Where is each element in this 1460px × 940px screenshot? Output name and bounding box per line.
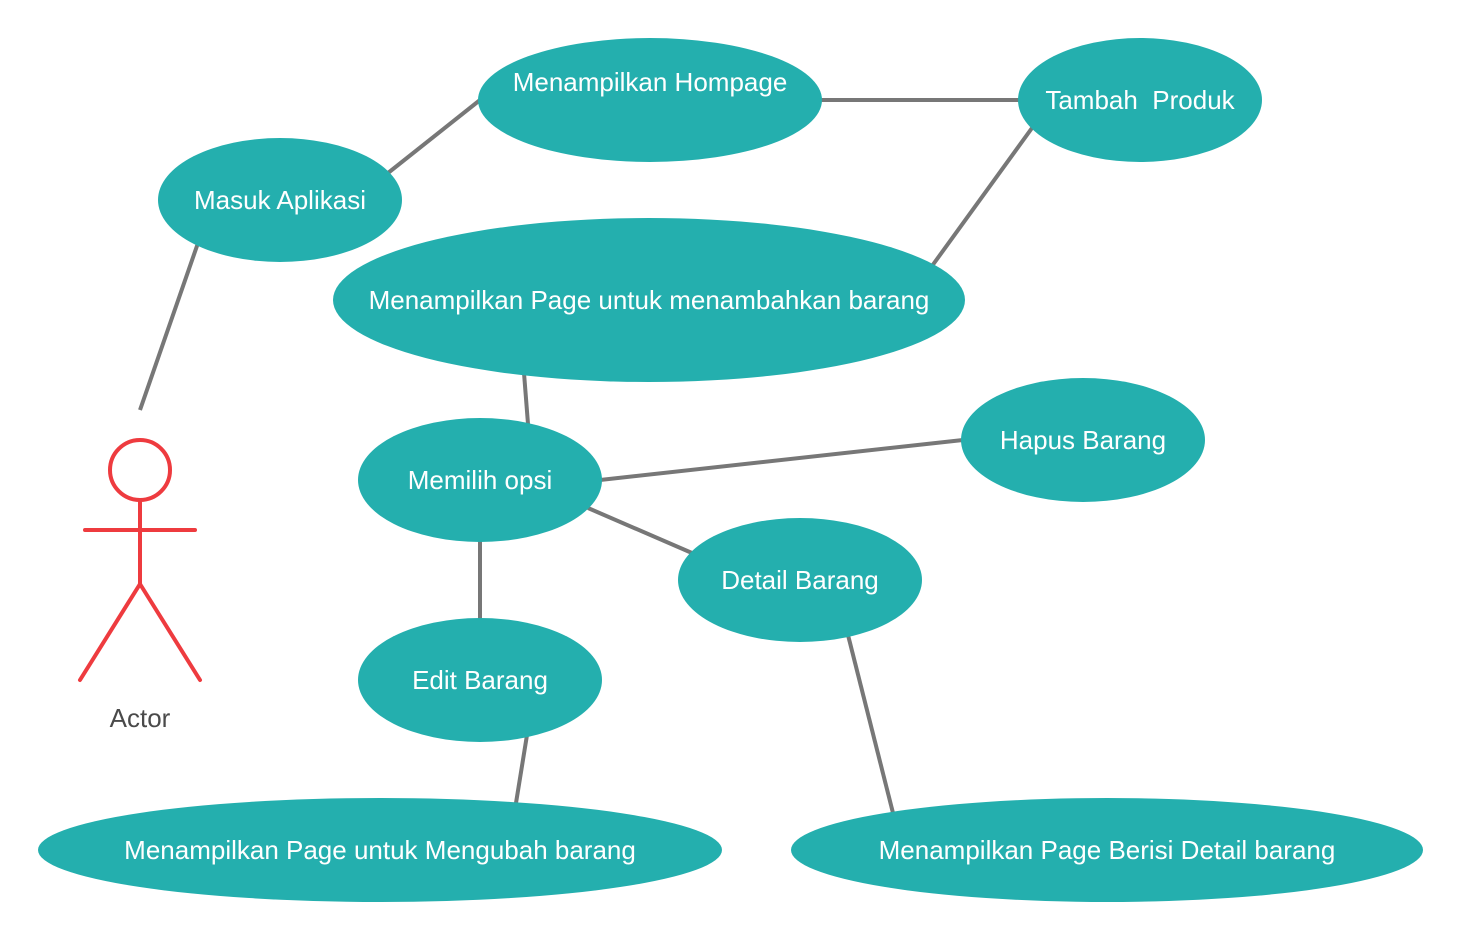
connector-memilih-opsi-detail-barang: [587, 506, 693, 555]
usecase-label: Memilih opsi: [408, 465, 553, 495]
actor[interactable]: Actor: [78, 438, 202, 733]
connectors: [138, 98, 1034, 814]
usecase-label: Edit Barang: [412, 665, 548, 695]
usecase-page-detail-barang[interactable]: Menampilkan Page Berisi Detail barang: [791, 798, 1423, 902]
usecase-page-mengubah-barang[interactable]: Menampilkan Page untuk Mengubah barang: [38, 798, 722, 902]
usecase-hapus-barang[interactable]: Hapus Barang: [961, 378, 1205, 502]
usecase-label: Tambah Produk: [1045, 85, 1235, 115]
connector-masuk-aplikasi-hompage: [386, 98, 482, 175]
usecase-label: Hapus Barang: [1000, 425, 1166, 455]
actor-stick-figure-icon: [78, 438, 202, 682]
usecase-masuk-aplikasi[interactable]: Masuk Aplikasi: [158, 138, 402, 262]
usecase-label: Menampilkan Page untuk menambahkan baran…: [369, 285, 930, 315]
connector-page-menambahkan-memilih-opsi: [522, 372, 530, 425]
usecase-page-menambahkan-barang[interactable]: Menampilkan Page untuk menambahkan baran…: [333, 218, 965, 382]
connector-memilih-opsi-hapus-barang: [599, 438, 964, 482]
usecase-detail-barang[interactable]: Detail Barang: [678, 518, 922, 642]
usecase-label: Menampilkan Page untuk Mengubah barang: [124, 835, 636, 865]
usecase-label: Menampilkan Hompage: [513, 67, 788, 97]
usecase-tambah-produk[interactable]: Tambah Produk: [1018, 38, 1262, 162]
connector-detail-barang-page-detail: [846, 634, 895, 814]
usecase-menampilkan-hompage[interactable]: Menampilkan Hompage: [478, 38, 822, 162]
usecase-label: Menampilkan Page Berisi Detail barang: [879, 835, 1336, 865]
usecase-label: Detail Barang: [721, 565, 879, 595]
connector-edit-barang-page-mengubah: [514, 734, 529, 804]
usecase-label: Masuk Aplikasi: [194, 185, 366, 215]
actor-label: Actor: [110, 703, 171, 733]
usecase-memilih-opsi[interactable]: Memilih opsi: [358, 418, 602, 542]
connector-tambah-produk-page-menambahkan: [930, 126, 1034, 268]
connector-actor-masuk-aplikasi: [138, 242, 200, 411]
usecase-edit-barang[interactable]: Edit Barang: [358, 618, 602, 742]
